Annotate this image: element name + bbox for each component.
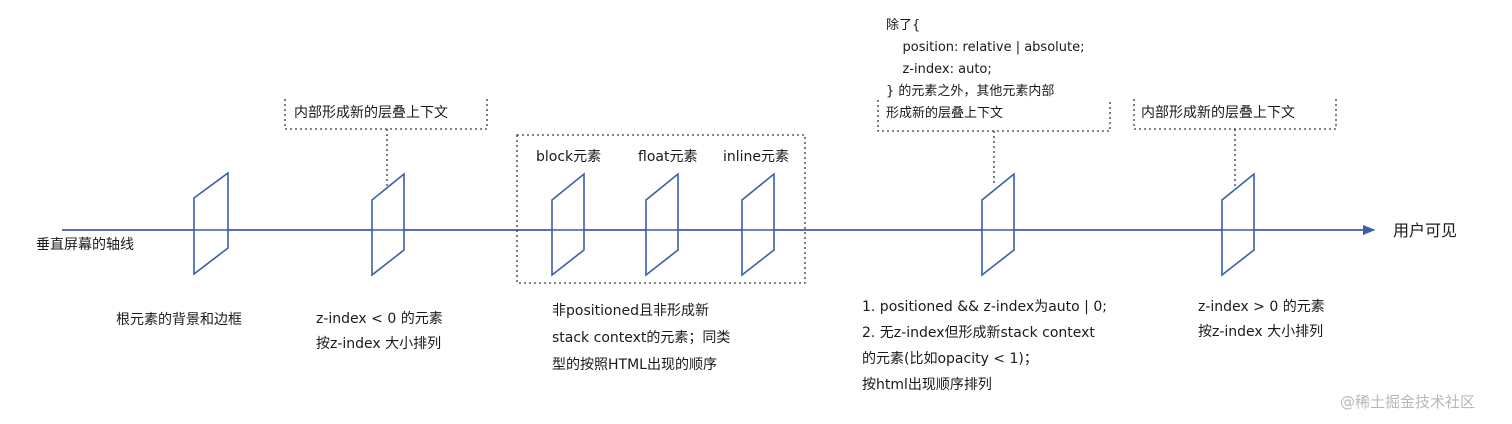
- except-line-3: z-index: auto;: [886, 62, 992, 77]
- caption-positioned-line-1: 1. positioned && z-index为auto | 0;: [862, 299, 1107, 315]
- inner-context-left-label: 内部形成新的层叠上下文: [294, 105, 448, 121]
- nonpositioned-group-box: [516, 134, 806, 284]
- caption-positioned-line-4: 按html出现顺序排列: [862, 377, 992, 393]
- positioned-context-bracket: [877, 100, 1111, 186]
- axis-right-label: 用户可见: [1393, 221, 1458, 240]
- layer-plane-negative: [371, 172, 405, 277]
- layer-plane-positive: [1221, 172, 1255, 277]
- layer-plane-block: [551, 172, 585, 277]
- inner-context-left-bracket: [284, 99, 488, 186]
- caption-negative-line-2: 按z-index 大小排列: [316, 336, 442, 352]
- layer-plane-root: [193, 171, 229, 276]
- caption-nonpositioned-line-1: 非positioned且非形成新: [552, 303, 709, 319]
- caption-positive-line-2: 按z-index 大小排列: [1198, 324, 1324, 340]
- caption-positive-line-1: z-index > 0 的元素: [1198, 299, 1325, 315]
- caption-negative-line-1: z-index < 0 的元素: [316, 311, 443, 327]
- inline-element-label: inline元素: [723, 149, 790, 165]
- inner-context-right-bracket: [1133, 99, 1337, 186]
- except-line-2: position: relative | absolute;: [886, 40, 1085, 55]
- axis-left-label: 垂直屏幕的轴线: [36, 237, 134, 253]
- block-element-label: block元素: [536, 149, 602, 165]
- watermark: @稀土掘金技术社区: [1340, 393, 1476, 411]
- except-line-1: 除了{: [886, 18, 921, 33]
- caption-positioned-line-2: 2. 无z-index但形成新stack context: [862, 325, 1095, 341]
- except-line-5: 形成新的层叠上下文: [886, 106, 1004, 121]
- caption-nonpositioned-line-3: 型的按照HTML出现的顺序: [552, 357, 717, 373]
- layer-plane-positioned: [981, 172, 1015, 277]
- except-line-4: } 的元素之外，其他元素内部: [886, 84, 1055, 99]
- caption-nonpositioned-line-2: stack context的元素；同类: [552, 330, 731, 346]
- caption-positioned-line-3: 的元素(比如opacity < 1)；: [862, 351, 1038, 367]
- float-element-label: float元素: [638, 149, 698, 165]
- layer-plane-float: [645, 172, 679, 277]
- inner-context-right-label: 内部形成新的层叠上下文: [1141, 105, 1295, 121]
- layer-plane-inline: [741, 172, 775, 277]
- caption-root-line-1: 根元素的背景和边框: [116, 312, 242, 328]
